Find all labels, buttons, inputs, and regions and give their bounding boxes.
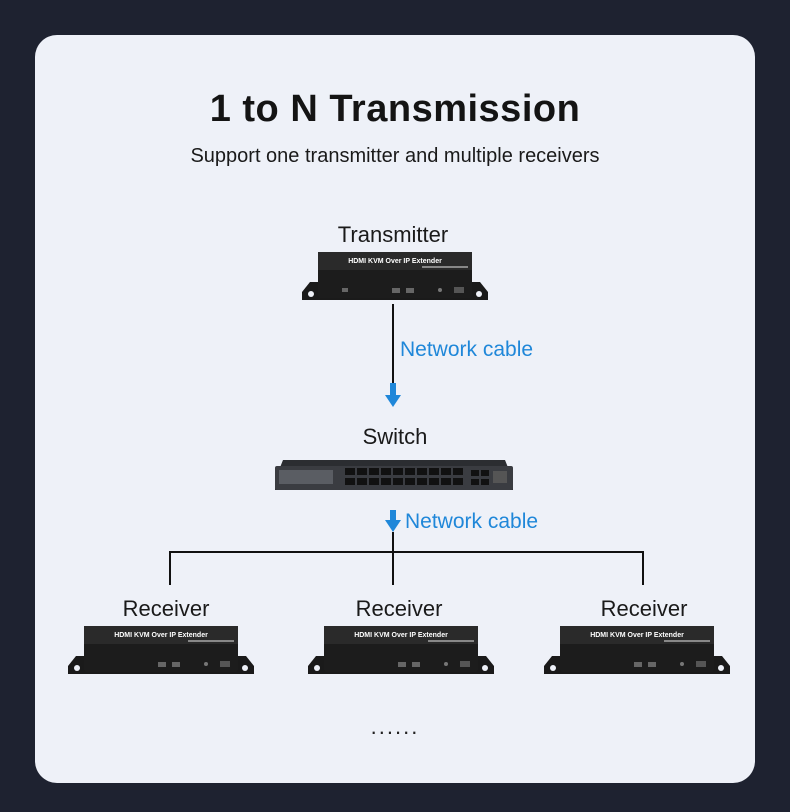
switch-drop-line <box>392 532 394 552</box>
distribution-bus-line <box>169 551 644 553</box>
receiver-3-device-text: HDMI KVM Over IP Extender <box>590 632 684 639</box>
receiver-3-link-line <box>642 551 644 585</box>
transmitter-label: Transmitter <box>293 222 493 248</box>
switch-label: Switch <box>295 424 495 450</box>
down-arrow-icon <box>385 395 401 407</box>
receiver-2-label: Receiver <box>299 596 499 622</box>
switch-device <box>275 456 513 492</box>
transmitter-device-text: HDMI KVM Over IP Extender <box>348 258 442 265</box>
receiver-2-device-text: HDMI KVM Over IP Extender <box>354 632 448 639</box>
page-title: 1 to N Transmission <box>0 88 790 131</box>
cable-label-top: Network cable <box>400 338 533 362</box>
receiver-1-link-line <box>169 551 171 585</box>
receiver-1-label: Receiver <box>66 596 266 622</box>
receiver-3-label: Receiver <box>544 596 744 622</box>
receiver-2-device: HDMI KVM Over IP Extender <box>308 624 494 678</box>
cable-label-bottom: Network cable <box>405 510 538 534</box>
more-receivers-ellipsis: ...... <box>0 714 790 740</box>
receiver-3-device: HDMI KVM Over IP Extender <box>544 624 730 678</box>
receiver-1-device-text: HDMI KVM Over IP Extender <box>114 632 208 639</box>
page-subtitle: Support one transmitter and multiple rec… <box>0 145 790 168</box>
receiver-2-link-line <box>392 551 394 585</box>
receiver-1-device: HDMI KVM Over IP Extender <box>68 624 254 678</box>
transmitter-link-line <box>392 304 394 386</box>
arrow-shaft-top <box>390 383 396 395</box>
down-arrow-icon <box>385 520 401 532</box>
transmitter-device: HDMI KVM Over IP Extender <box>302 250 488 304</box>
